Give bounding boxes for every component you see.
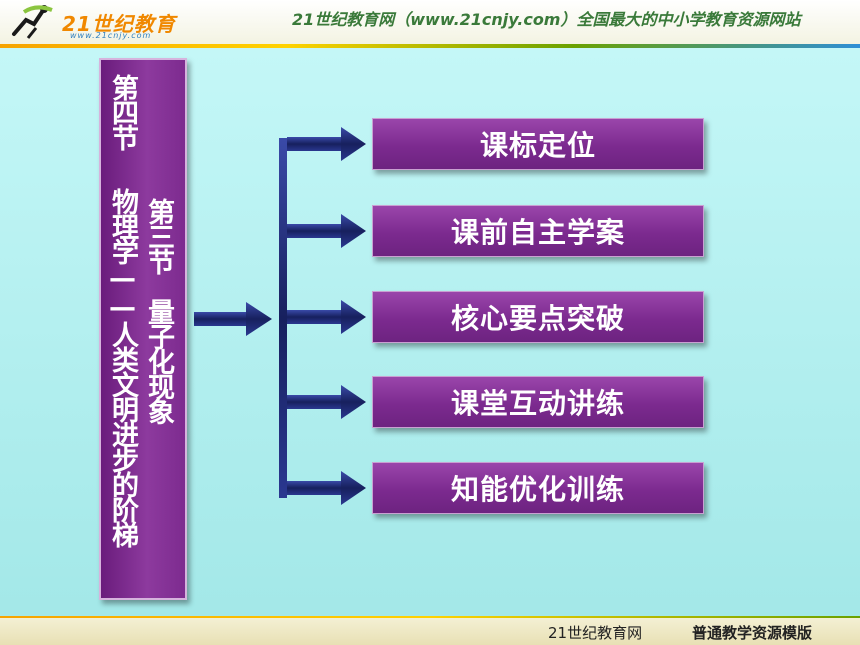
logo-text: 21世纪教育 xyxy=(62,12,176,36)
footer-site-name[interactable]: 21世纪教育网 xyxy=(548,624,643,642)
footer-divider xyxy=(0,616,860,619)
site-slogan: 21世纪教育网（www.21cnjy.com）全国最大的中小学教育资源网站 xyxy=(292,10,801,29)
runner-logo-icon xyxy=(12,5,53,39)
site-footer: 21世纪教育网 普通教学资源模版 xyxy=(0,618,860,645)
header-divider xyxy=(0,44,860,48)
bracket-line xyxy=(279,138,287,498)
branch-arrow-icon xyxy=(287,471,366,505)
menu-item-classroom-practice[interactable]: 课堂互动讲练 xyxy=(372,376,704,428)
main-arrow-icon xyxy=(194,302,272,336)
site-header: 21世纪教育 www.21cnjy.com 21世纪教育网（www.21cnjy… xyxy=(0,0,860,44)
branch-arrow-icon xyxy=(287,127,366,161)
branch-arrow-icon xyxy=(287,214,366,248)
branch-arrow-icon xyxy=(287,385,366,419)
chapter-title: 物理学——人类文明进步的阶梯 xyxy=(107,188,138,546)
section-number-title: 第四节 xyxy=(107,74,138,149)
branch-arrow-icon xyxy=(287,300,366,334)
menu-item-curriculum-standards[interactable]: 课标定位 xyxy=(372,118,704,170)
site-logo[interactable]: 21世纪教育 www.21cnjy.com xyxy=(6,2,186,42)
menu-item-optimization-training[interactable]: 知能优化训练 xyxy=(372,462,704,514)
logo-url: www.21cnjy.com xyxy=(70,31,152,40)
footer-template-name: 普通教学资源模版 xyxy=(692,624,813,642)
menu-item-pre-class-study[interactable]: 课前自主学案 xyxy=(372,205,704,257)
lesson-title: 第三节 量子化现象 xyxy=(143,198,174,423)
chapter-title-panel: 第四节 物理学——人类文明进步的阶梯 第三节 量子化现象 xyxy=(99,58,187,600)
menu-item-key-points[interactable]: 核心要点突破 xyxy=(372,291,704,343)
